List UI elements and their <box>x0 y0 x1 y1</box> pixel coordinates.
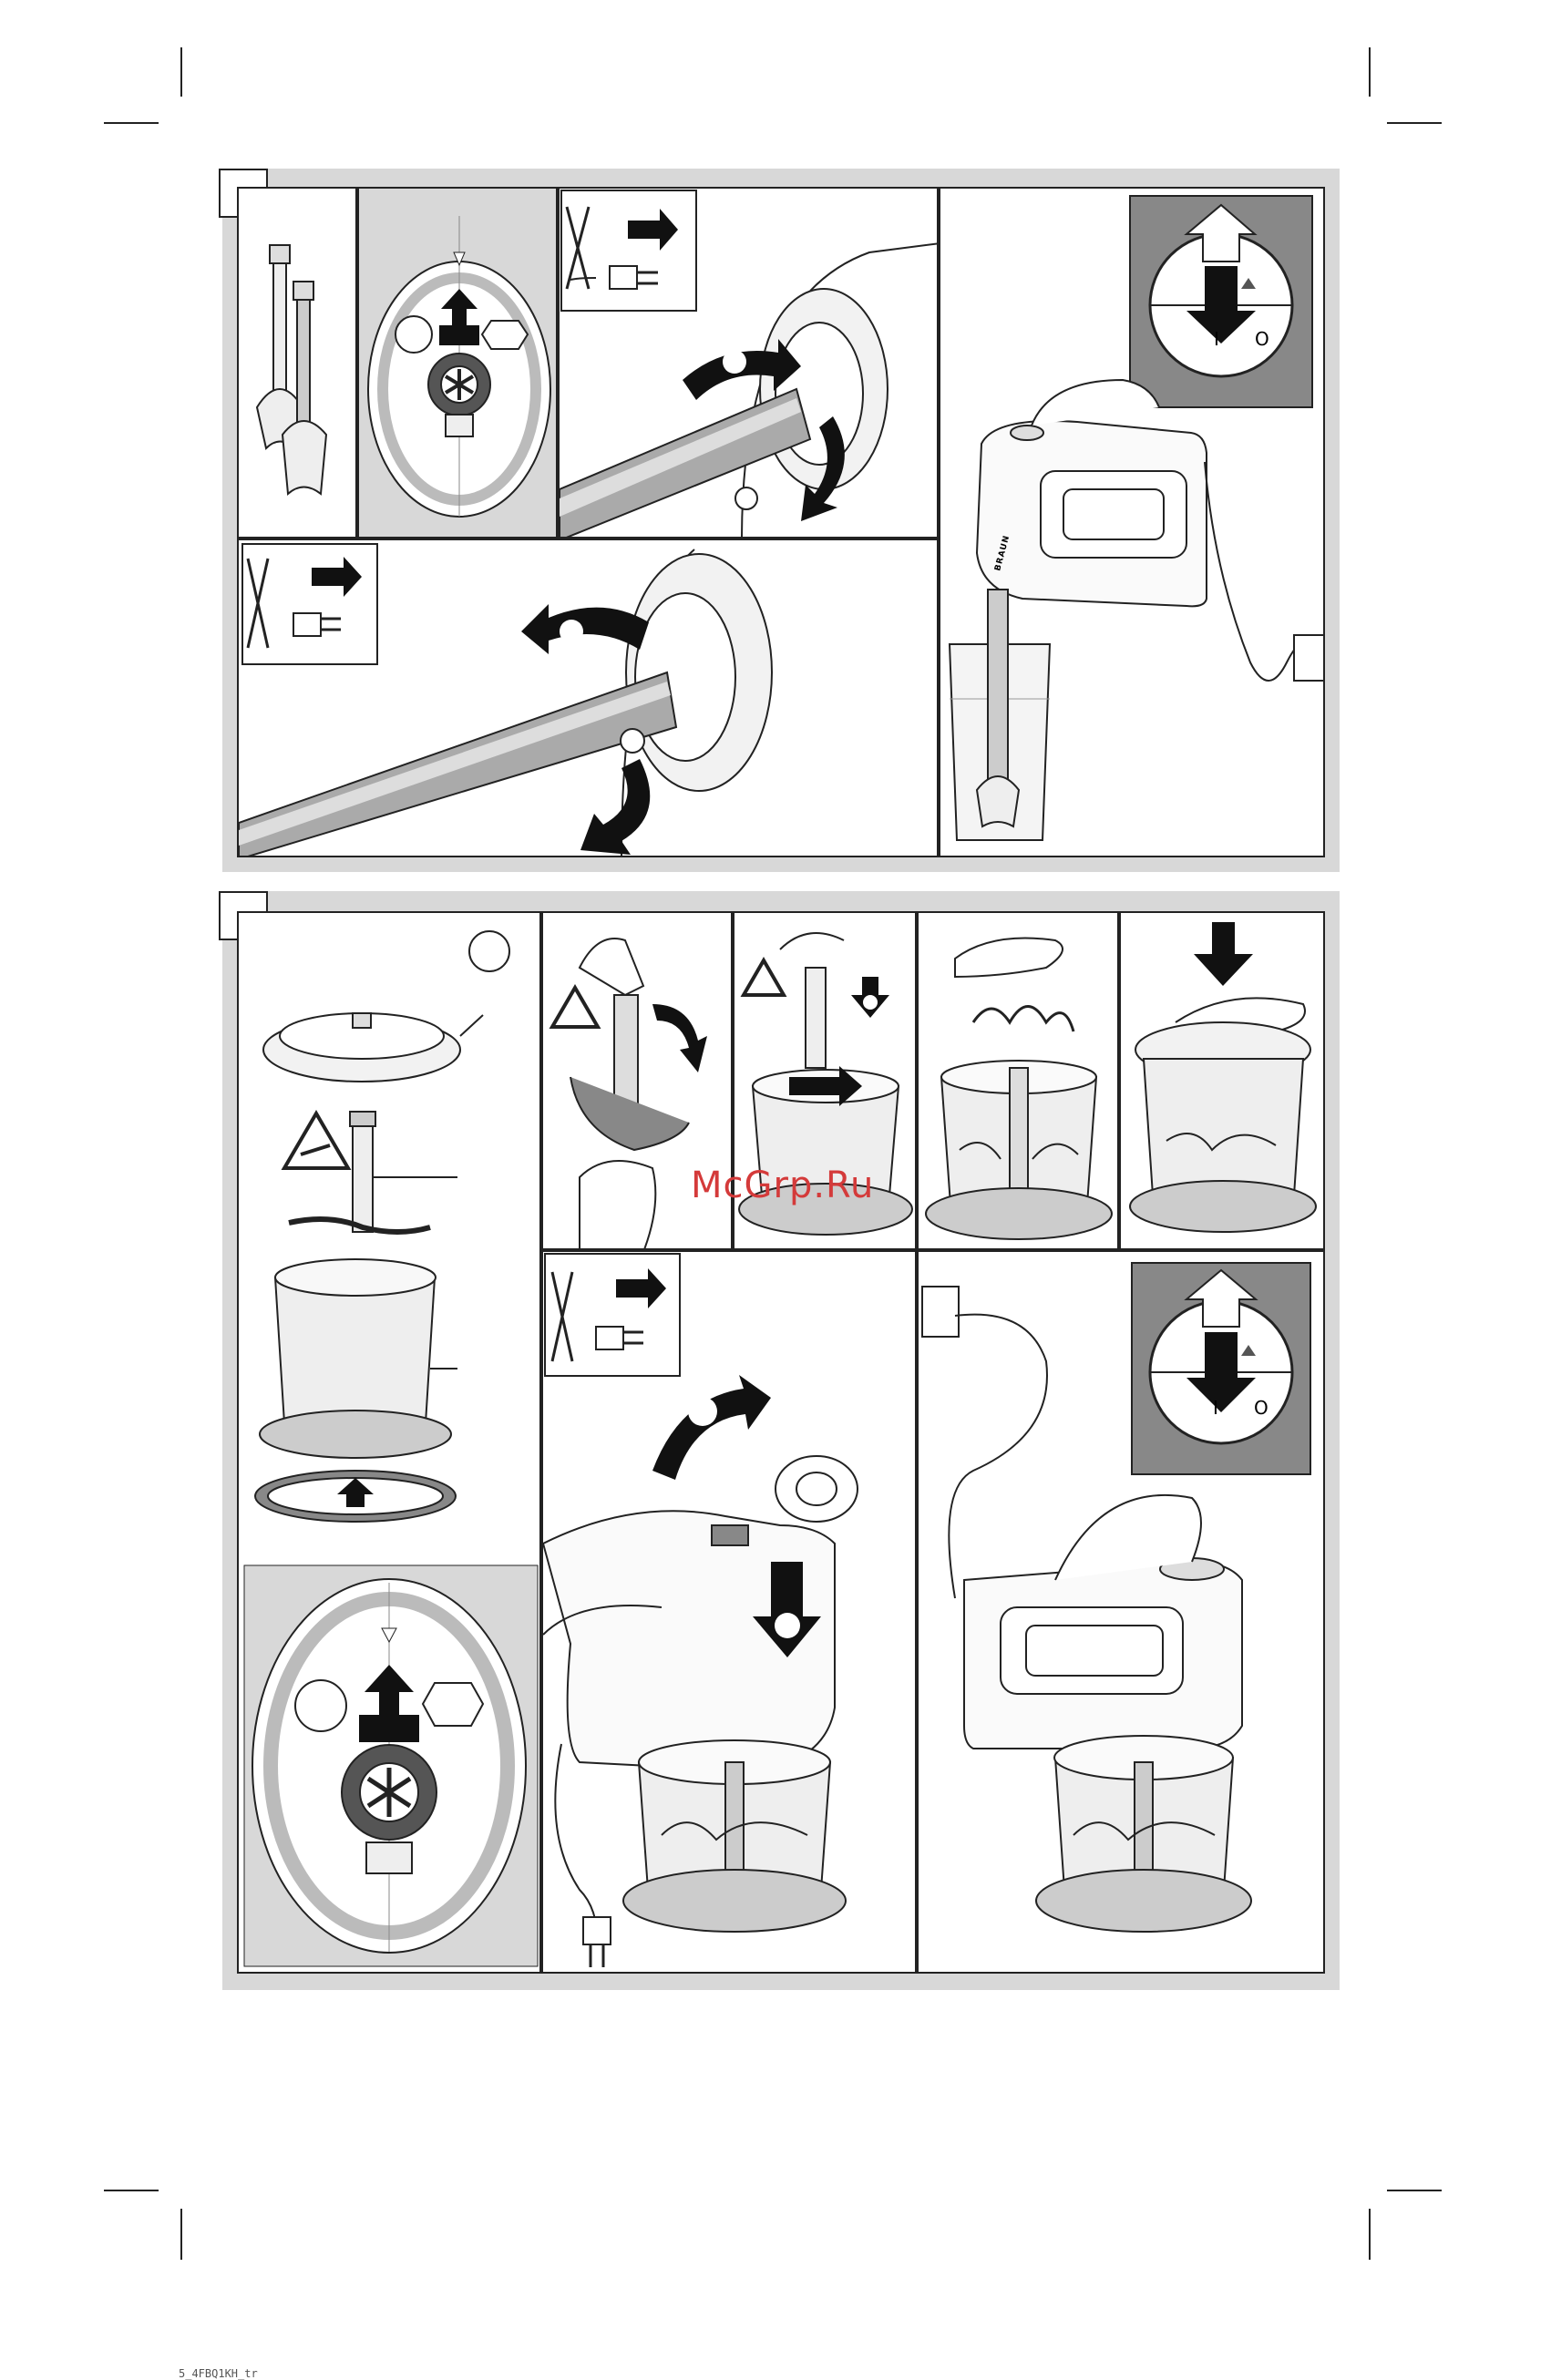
crop-mark-tl-v <box>180 47 182 97</box>
panel-b6-attach-motor <box>541 1250 917 1974</box>
svg-text:I: I <box>1213 1397 1218 1419</box>
footer-code: 5_4FBQ1KH_tr <box>179 2367 258 2380</box>
blender-shafts-illustration <box>239 189 357 539</box>
panel-a2-coupling <box>357 187 558 539</box>
crop-mark-tr-h <box>1387 122 1442 124</box>
svg-text:O: O <box>1254 1397 1269 1419</box>
wall-socket-icon <box>1294 635 1325 681</box>
section-b: I O <box>222 891 1340 1990</box>
warning-sharp-blade-icon <box>552 988 598 1027</box>
coupling-detail-illustration <box>359 189 558 539</box>
attach-motor-illustration <box>543 1252 917 1974</box>
plug-icon <box>610 266 637 289</box>
crop-mark-br-v <box>1369 2209 1371 2260</box>
panel-a1-attachments <box>237 187 357 539</box>
watermark: McGrp.Ru <box>691 1164 874 1206</box>
crop-mark-tl-h <box>104 122 159 124</box>
plug-icon <box>293 613 321 636</box>
wall-socket-icon <box>922 1287 959 1337</box>
insert-shaft-illustration <box>560 189 939 539</box>
warning-sharp-blade-icon <box>284 1113 348 1168</box>
crop-mark-tr-v <box>1369 47 1371 97</box>
plug-icon <box>596 1327 623 1349</box>
operate-chopper-illustration: I O <box>919 1252 1325 1974</box>
svg-text:I: I <box>1214 328 1219 350</box>
rotate-arrow-icon <box>652 1375 771 1480</box>
chopper-parts-illustration <box>239 913 541 1974</box>
add-food-illustration <box>919 913 1119 1250</box>
arrow-down-icon <box>1194 922 1253 986</box>
panel-b4-add-food <box>917 911 1119 1250</box>
panel-a4-blend: I O BRAUN <box>939 187 1325 857</box>
plug-icon-2 <box>583 1917 611 1944</box>
crop-mark-bl-v <box>180 2209 182 2260</box>
rotate-arrow-icon-2 <box>580 759 650 855</box>
panel-a5-remove-shaft <box>237 539 939 857</box>
remove-shaft-illustration <box>239 540 939 857</box>
rotate-arrow-icon <box>652 1004 707 1072</box>
panel-b5-place-lid <box>1119 911 1325 1250</box>
section-a: I O BRAUN <box>222 169 1340 872</box>
panel-b7-operate: I O <box>917 1250 1325 1974</box>
panel-b1-chopper-parts <box>237 911 541 1974</box>
panel-a3-insert-shaft <box>558 187 939 539</box>
warning-sharp-blade-icon <box>744 960 784 995</box>
crop-mark-br-h <box>1387 2190 1442 2191</box>
crop-mark-bl-h <box>104 2190 159 2191</box>
svg-text:O: O <box>1255 328 1269 350</box>
place-lid-illustration <box>1121 913 1325 1250</box>
hand-blender-use-illustration: I O BRAUN <box>940 189 1325 857</box>
